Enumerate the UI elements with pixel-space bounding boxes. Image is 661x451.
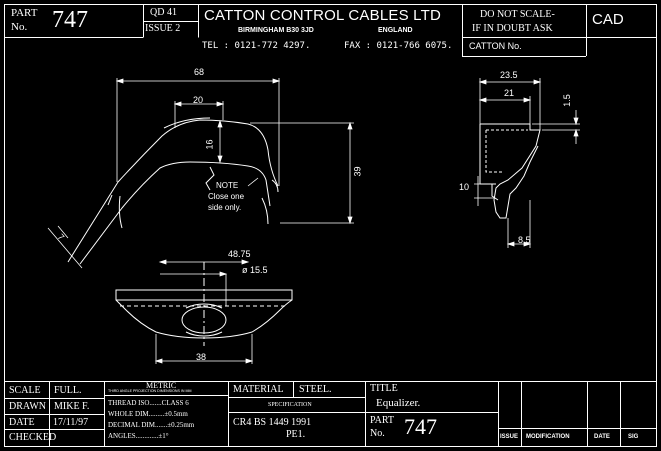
- company-tel: TEL : 0121-772 4297.: [202, 41, 311, 51]
- dim-line: [47, 227, 83, 269]
- scale-warning: IF IN DOUBT ASK: [472, 23, 553, 34]
- dim-arrow: [347, 121, 353, 225]
- side-view: [479, 123, 541, 219]
- part-label: PART: [11, 7, 38, 19]
- part-label: PART: [370, 415, 395, 426]
- revision-date-header: DATE: [594, 434, 610, 440]
- date-value: 17/11/97: [53, 417, 89, 428]
- material-value: STEEL.: [299, 384, 332, 395]
- dim-label-68: 68: [194, 67, 205, 77]
- front-detail: [205, 166, 215, 191]
- front-detail: [271, 179, 279, 193]
- front-detail: [118, 195, 123, 229]
- material-label: MATERIAL: [233, 384, 284, 395]
- side-dimensions: [474, 78, 580, 248]
- dim-arrow: [158, 259, 250, 265]
- front-outline: [67, 119, 279, 263]
- company-name: CATTON CONTROL CABLES LTD: [204, 7, 441, 24]
- dim-label-48-75: 48.75: [228, 249, 251, 259]
- dim-arrow: [573, 117, 579, 137]
- plan-slot: [185, 331, 223, 337]
- dim-label-21: 21: [504, 88, 515, 98]
- tolerance-thread: THREAD ISO.......CLASS 6: [108, 399, 189, 407]
- dim-arrow: [115, 78, 281, 84]
- dim-label-23-5: 23.5: [500, 70, 518, 80]
- tolerance-decimal: DECIMAL DIM.......±0.25mm: [108, 421, 195, 429]
- plan-slot: [185, 303, 223, 309]
- dim-arrow: [154, 358, 254, 364]
- dim-label-20: 20: [193, 95, 204, 105]
- revision-modification-header: MODIFICATION: [526, 434, 570, 440]
- front-detail: [261, 197, 269, 225]
- part-label: No.: [370, 428, 385, 439]
- part-label: No.: [11, 21, 28, 33]
- scale-value: FULL.: [54, 385, 82, 396]
- plan-dimensions: [154, 259, 254, 364]
- part-number: 747: [404, 414, 437, 439]
- note-line: side only.: [208, 203, 242, 212]
- side-hidden: [485, 130, 502, 173]
- dim-arrow: [219, 271, 228, 277]
- specification-line: CR4 BS 1449 1991: [233, 417, 312, 428]
- metric-subtitle: THIRD ANGLE PROJECTION DIMENSIONS IN MM: [108, 389, 192, 393]
- dim-label-38: 38: [196, 352, 207, 362]
- sheet-border: [4, 4, 657, 447]
- specification-label: SPECIFICATION: [268, 402, 312, 408]
- part-number: 747: [52, 7, 88, 33]
- plan-view: [115, 262, 293, 346]
- front-detail: [163, 117, 211, 129]
- front-dimensions: [47, 78, 354, 269]
- company-city: BIRMINGHAM B30 3JD: [238, 27, 314, 34]
- dim-label-16: 16: [204, 139, 215, 150]
- side-outline: [480, 123, 541, 219]
- front-detail: [107, 194, 113, 206]
- revision-issue-header: ISSUE: [500, 434, 519, 440]
- dim-label-8-5: 8.5: [518, 235, 531, 245]
- dim-arrow: [173, 101, 225, 107]
- title-value: Equalizer.: [376, 397, 421, 409]
- company-country: ENGLAND: [378, 27, 413, 34]
- issue-number: ISSUE 2: [145, 23, 181, 34]
- dim-arrow: [506, 241, 532, 247]
- drawn-value: MIKE F.: [54, 401, 90, 412]
- scale-warning: DO NOT SCALE-: [480, 9, 555, 20]
- side-outline: [479, 124, 496, 185]
- front-view: [67, 117, 279, 265]
- scale-label: SCALE: [9, 385, 41, 396]
- company-fax: FAX : 0121-766 6075.: [344, 41, 453, 51]
- title-label: TITLE: [370, 383, 398, 394]
- revision-sig-header: SIG: [628, 434, 639, 440]
- drawn-label: DRAWN: [9, 401, 46, 412]
- note-line: Close one: [208, 192, 245, 201]
- checked-label: CHECKED: [9, 432, 57, 443]
- note-heading: NOTE: [216, 181, 239, 190]
- tolerance-whole: WHOLE DIM.........±0.5mm: [108, 410, 188, 418]
- dim-label-10: 10: [459, 182, 470, 192]
- specification-line: PE1.: [286, 429, 306, 440]
- dim-arrow: [217, 119, 223, 164]
- metric-label: METRIC: [146, 381, 177, 390]
- dim-label-1-5: 1.5: [561, 94, 572, 107]
- note-leader: [247, 177, 259, 187]
- tolerance-angles: ANGLES.............±1°: [108, 432, 169, 440]
- qd-number: QD 41: [150, 7, 177, 18]
- dim-extension: [57, 225, 69, 239]
- side-detail: [491, 184, 499, 201]
- front-inline: [79, 161, 271, 265]
- cad-label: CAD: [592, 11, 624, 28]
- date-label: DATE: [9, 417, 35, 428]
- dim-label-39: 39: [352, 166, 363, 177]
- dim-label-hole-dia: ø 15.5: [242, 265, 268, 275]
- dim-arrow: [478, 97, 532, 103]
- catton-no-label: CATTON No.: [469, 41, 522, 51]
- dim-arrow: [478, 79, 542, 85]
